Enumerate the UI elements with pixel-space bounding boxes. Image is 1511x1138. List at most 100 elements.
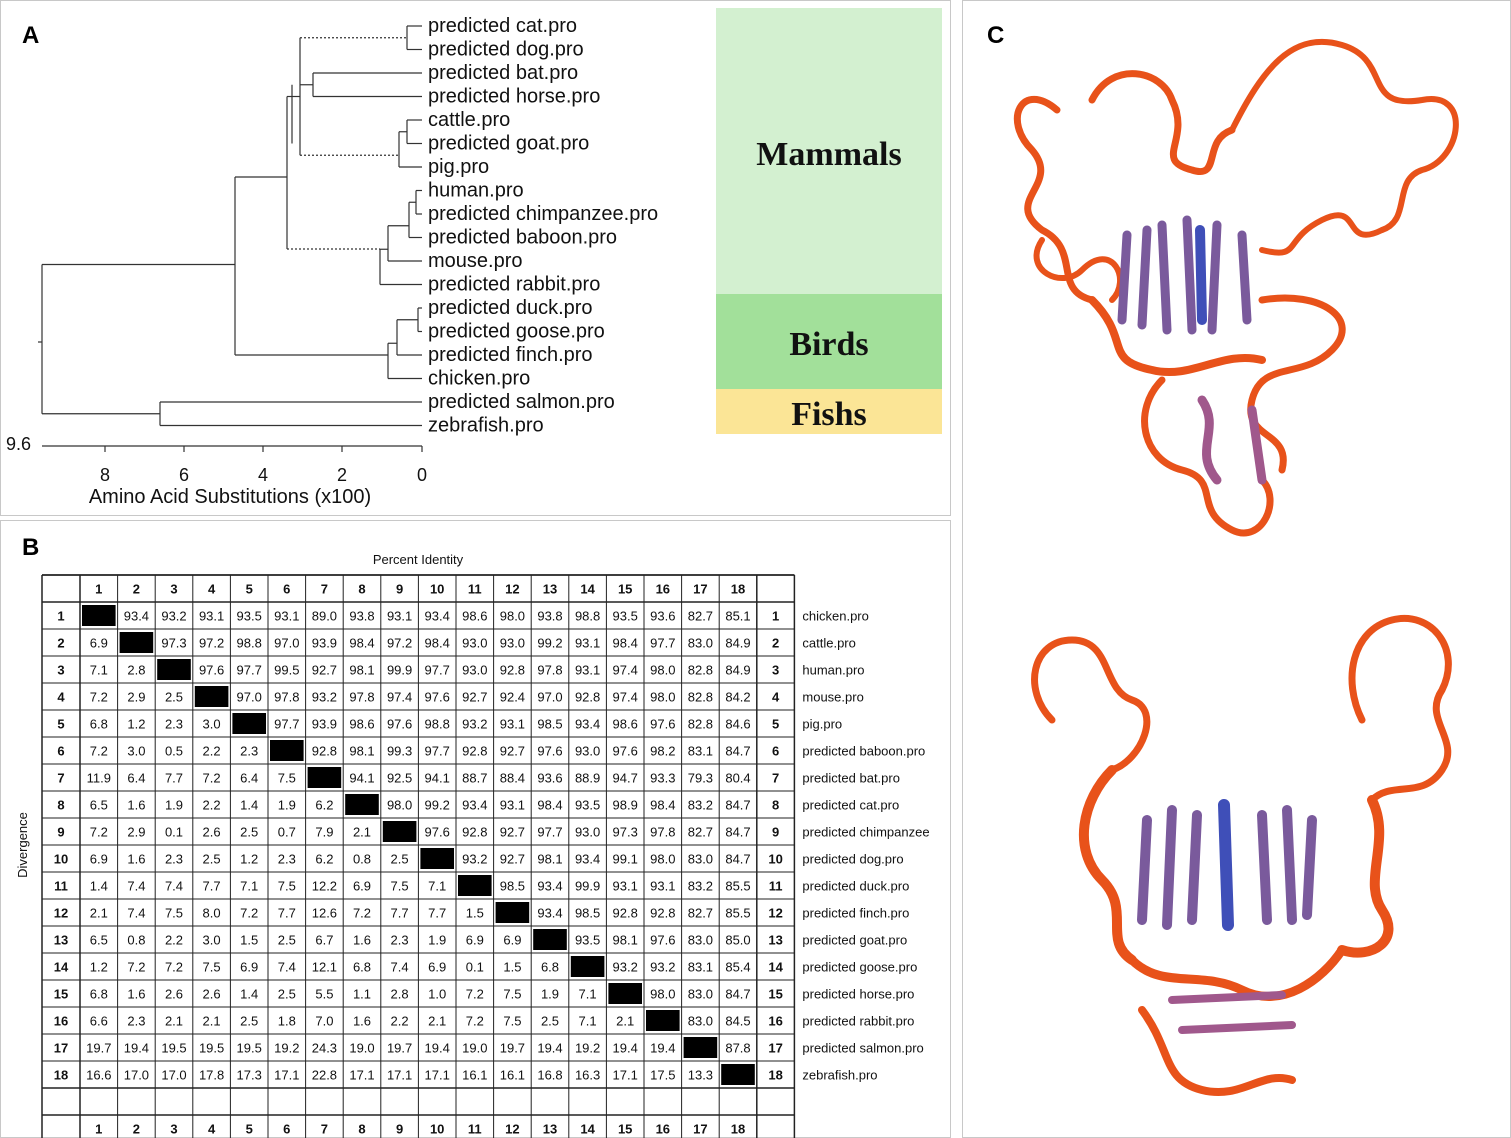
helix-top-core: [1195, 225, 1207, 325]
taxon-label: zebrafish.pro: [428, 415, 544, 437]
col-footer: 18: [731, 1122, 745, 1137]
helix-top-3: [1197, 395, 1267, 485]
col-header: 12: [505, 582, 519, 597]
coil-bottom-6: [1138, 1006, 1296, 1096]
matrix-cell: 93.2: [161, 609, 186, 624]
row-index-right: 14: [768, 960, 783, 975]
col-header: 4: [208, 582, 216, 597]
col-footer: 13: [543, 1122, 557, 1137]
matrix-cell: 1.9: [428, 933, 446, 948]
matrix-cell: 7.2: [90, 690, 108, 705]
matrix-cell: 99.2: [537, 636, 562, 651]
matrix-cell: 7.2: [90, 744, 108, 759]
coil-top-7: [1141, 376, 1274, 537]
matrix-cell: 92.8: [575, 690, 600, 705]
matrix-cell: 88.7: [462, 771, 487, 786]
matrix-cell: 19.4: [537, 1041, 562, 1056]
matrix-cell: 6.7: [315, 933, 333, 948]
matrix-cell: 99.1: [613, 852, 638, 867]
matrix-cell: 93.8: [349, 609, 374, 624]
matrix-cell: 98.9: [613, 798, 638, 813]
taxon-label: cattle.pro: [428, 109, 510, 131]
col-header: 11: [468, 582, 482, 597]
matrix-cell: 98.8: [425, 717, 450, 732]
matrix-cell: 97.6: [537, 744, 562, 759]
matrix-cell: 98.1: [613, 933, 638, 948]
col-footer: 14: [580, 1122, 595, 1137]
row-index-right: 15: [768, 987, 782, 1002]
matrix-cell: 17.1: [387, 1068, 412, 1083]
group-box-birds: [716, 294, 942, 389]
matrix-cell: 0.5: [165, 744, 183, 759]
matrix-cell: 84.7: [725, 852, 750, 867]
col-header: 2: [133, 582, 140, 597]
matrix-cell: 0.1: [165, 825, 183, 840]
matrix-cell: 6.2: [315, 852, 333, 867]
row-name: predicted goose.pro: [802, 960, 917, 975]
matrix-cell: 83.0: [688, 852, 713, 867]
matrix-cell: 97.7: [425, 663, 450, 678]
col-footer: 16: [656, 1122, 670, 1137]
taxon-label: predicted dog.pro: [428, 39, 584, 61]
matrix-cell: 6.9: [90, 636, 108, 651]
row-header: 14: [54, 960, 69, 975]
matrix-cell: 93.4: [575, 717, 600, 732]
matrix-cell: 93.2: [650, 960, 675, 975]
matrix-cell: 3.0: [203, 933, 221, 948]
matrix-cell: 7.5: [203, 960, 221, 975]
matrix-cell: 93.0: [575, 825, 600, 840]
matrix-cell: 2.1: [203, 1014, 221, 1029]
matrix-cell: 97.6: [425, 690, 450, 705]
helix-bottom-3: [1168, 991, 1296, 1034]
matrix-cell: 98.1: [349, 663, 374, 678]
panel-a-letter: A: [22, 22, 40, 49]
matrix-cell: 98.0: [500, 609, 525, 624]
matrix-cell: 2.2: [165, 933, 183, 948]
matrix-cell: 1.2: [240, 852, 258, 867]
row-name: predicted goat.pro: [802, 933, 907, 948]
matrix-cell: 84.5: [725, 1014, 750, 1029]
matrix-cell: 83.1: [688, 744, 713, 759]
taxon-label: predicted goat.pro: [428, 133, 589, 155]
matrix-cell: 97.0: [237, 690, 262, 705]
matrix-cell: 2.5: [278, 987, 296, 1002]
helix-top-2: [1182, 215, 1252, 335]
matrix-cell: 2.3: [165, 717, 183, 732]
matrix-cell: 1.6: [127, 987, 145, 1002]
row-name: predicted cat.pro: [802, 798, 899, 813]
matrix-cell: 97.2: [199, 636, 224, 651]
col-footer: 17: [693, 1122, 707, 1137]
row-name: human.pro: [802, 663, 864, 678]
matrix-cell: 85.4: [725, 960, 750, 975]
col-header: 9: [396, 582, 403, 597]
matrix-cell: 1.0: [428, 987, 446, 1002]
tree-branches: [38, 25, 422, 427]
diagonal-cell: [157, 659, 191, 680]
matrix-cell: 2.3: [165, 852, 183, 867]
matrix-cell: 97.7: [274, 717, 299, 732]
matrix-cell: 93.4: [537, 906, 562, 921]
matrix-cell: 93.2: [613, 960, 638, 975]
coil-bottom-4: [1337, 795, 1394, 958]
col-header: 16: [656, 582, 670, 597]
matrix-cell: 16.1: [462, 1068, 487, 1083]
row-index-right: 17: [768, 1041, 782, 1056]
matrix-cell: 89.0: [312, 609, 337, 624]
protein-structures: [1013, 38, 1459, 1096]
matrix-cell: 92.7: [462, 690, 487, 705]
row-index-right: 3: [772, 663, 779, 678]
matrix-cell: 7.1: [428, 879, 446, 894]
matrix-cell: 93.6: [650, 609, 675, 624]
taxon-label: predicted cat.pro: [428, 15, 577, 37]
matrix-cell: 93.2: [312, 690, 337, 705]
row-header: 5: [57, 717, 64, 732]
matrix-cell: 82.7: [688, 609, 713, 624]
matrix-cell: 7.5: [165, 906, 183, 921]
matrix-cell: 98.1: [349, 744, 374, 759]
helix-bottom-core: [1218, 799, 1234, 931]
matrix-cell: 98.0: [387, 798, 412, 813]
taxon-label: predicted bat.pro: [428, 62, 578, 84]
matrix-cell: 93.0: [500, 636, 525, 651]
matrix-cell: 7.1: [579, 987, 597, 1002]
